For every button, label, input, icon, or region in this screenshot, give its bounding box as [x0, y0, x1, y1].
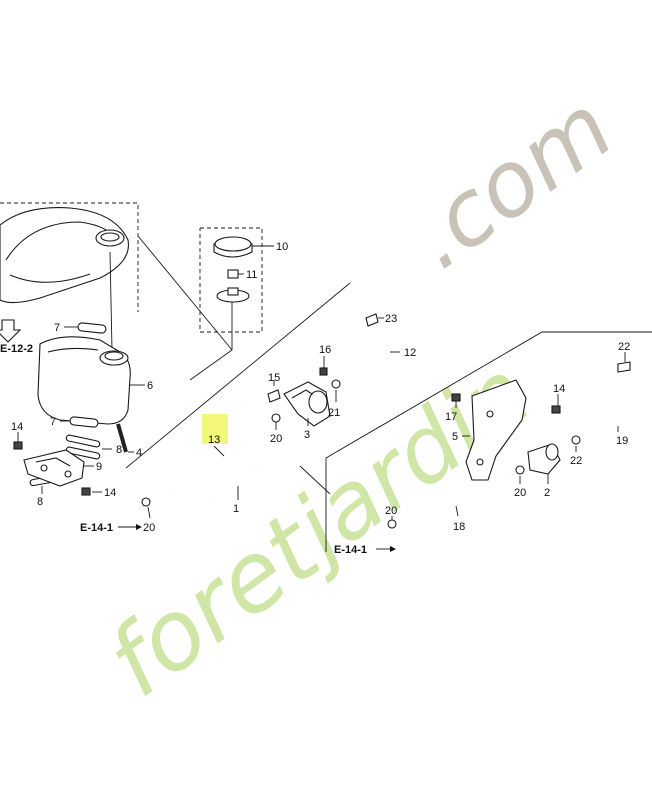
tank-cover	[0, 207, 129, 304]
clip-23: 23	[365, 313, 397, 327]
callout-18: 18	[453, 521, 465, 533]
callout-20-right: 20	[514, 487, 526, 499]
fuel-hose-12: 12	[342, 330, 416, 381]
ref-e-14-1-left: E-14-1	[80, 522, 113, 534]
callout-12: 12	[404, 347, 416, 359]
callout-2: 2	[544, 487, 550, 499]
tank-cover-group	[0, 202, 233, 351]
fuel-cap-group: 10 11	[199, 227, 288, 350]
fuel-tank: 6	[37, 336, 153, 425]
callout-8-right: 8	[116, 444, 122, 456]
highlight-13	[202, 414, 228, 444]
callout-1: 1	[233, 503, 239, 515]
fuel-hose-13: 13	[168, 398, 267, 495]
fuel-hose-18: 18	[400, 475, 510, 533]
callout-11: 11	[246, 269, 257, 281]
callout-10: 10	[276, 241, 288, 253]
callout-13: 13	[208, 434, 220, 446]
callout-20-center: 20	[270, 433, 282, 445]
callout-22-top: 22	[618, 341, 630, 353]
callout-3: 3	[304, 429, 310, 441]
ref-arrow-e-12-2: E-12-2	[0, 319, 33, 355]
tank-bracket-plate-5: 5	[452, 379, 527, 481]
fuel-strainer-3: 3	[283, 381, 331, 441]
callout-14-right: 14	[553, 383, 565, 395]
clip-15: 15	[267, 372, 281, 403]
callout-7-upper: 7	[54, 322, 60, 334]
callout-17: 17	[445, 411, 457, 423]
bolt-14-right: 14	[551, 383, 565, 414]
callout-9: 9	[96, 461, 102, 473]
fuel-valve-2: 2	[527, 443, 561, 499]
callout-4: 4	[136, 447, 142, 459]
ref-e-14-1-right-group: E-14-1	[334, 544, 396, 556]
watermark: foret jardin .com	[88, 75, 632, 719]
bolt-14-left-top: 14	[11, 421, 23, 450]
callout-7-lower: 7	[50, 416, 56, 428]
clip-22-lower: 22	[570, 435, 582, 467]
callout-21: 21	[328, 407, 340, 419]
ref-e-14-1-left-group: E-14-1	[80, 522, 142, 534]
bolt-17: 17	[445, 393, 461, 423]
ref-e-12-2: E-12-2	[0, 343, 33, 355]
callout-16: 16	[319, 344, 331, 356]
watermark-suffix: .com	[391, 75, 631, 290]
clip-20-lower-left: 20	[141, 497, 155, 534]
connector-leads	[125, 282, 652, 552]
callout-19: 19	[616, 435, 628, 447]
clip-20-center: 20	[270, 413, 282, 445]
ref-e-14-1-right: E-14-1	[334, 544, 367, 556]
rubber-strip-upper: 7	[54, 322, 107, 334]
fuel-hose-19: 19	[588, 372, 640, 447]
callout-8-bottom: 8	[37, 496, 43, 508]
clip-22-top: 22	[617, 341, 631, 373]
callout-6: 6	[147, 380, 153, 392]
callout-5: 5	[452, 431, 458, 443]
stud-bolt-4: 4	[116, 423, 142, 459]
callout-20-bottom-right: 20	[385, 505, 397, 517]
tank-bracket: 9	[23, 449, 102, 487]
bolt-14-left-bottom: 14	[81, 487, 116, 499]
clip-21: 21	[328, 379, 341, 419]
callout-23: 23	[385, 313, 397, 325]
rubber-strip-lower: 7	[50, 416, 99, 428]
screw-16: 16	[319, 344, 331, 376]
callout-14-left: 14	[11, 421, 23, 433]
clip-20-bottom-right: 20	[385, 505, 397, 529]
callout-15: 15	[268, 372, 280, 384]
fuel-hose-1: 1	[210, 467, 258, 515]
callout-20-lower-left: 20	[143, 522, 155, 534]
callout-14-bottom: 14	[104, 487, 116, 499]
callout-22-lower: 22	[570, 455, 582, 467]
clip-20-right: 20	[514, 465, 526, 499]
